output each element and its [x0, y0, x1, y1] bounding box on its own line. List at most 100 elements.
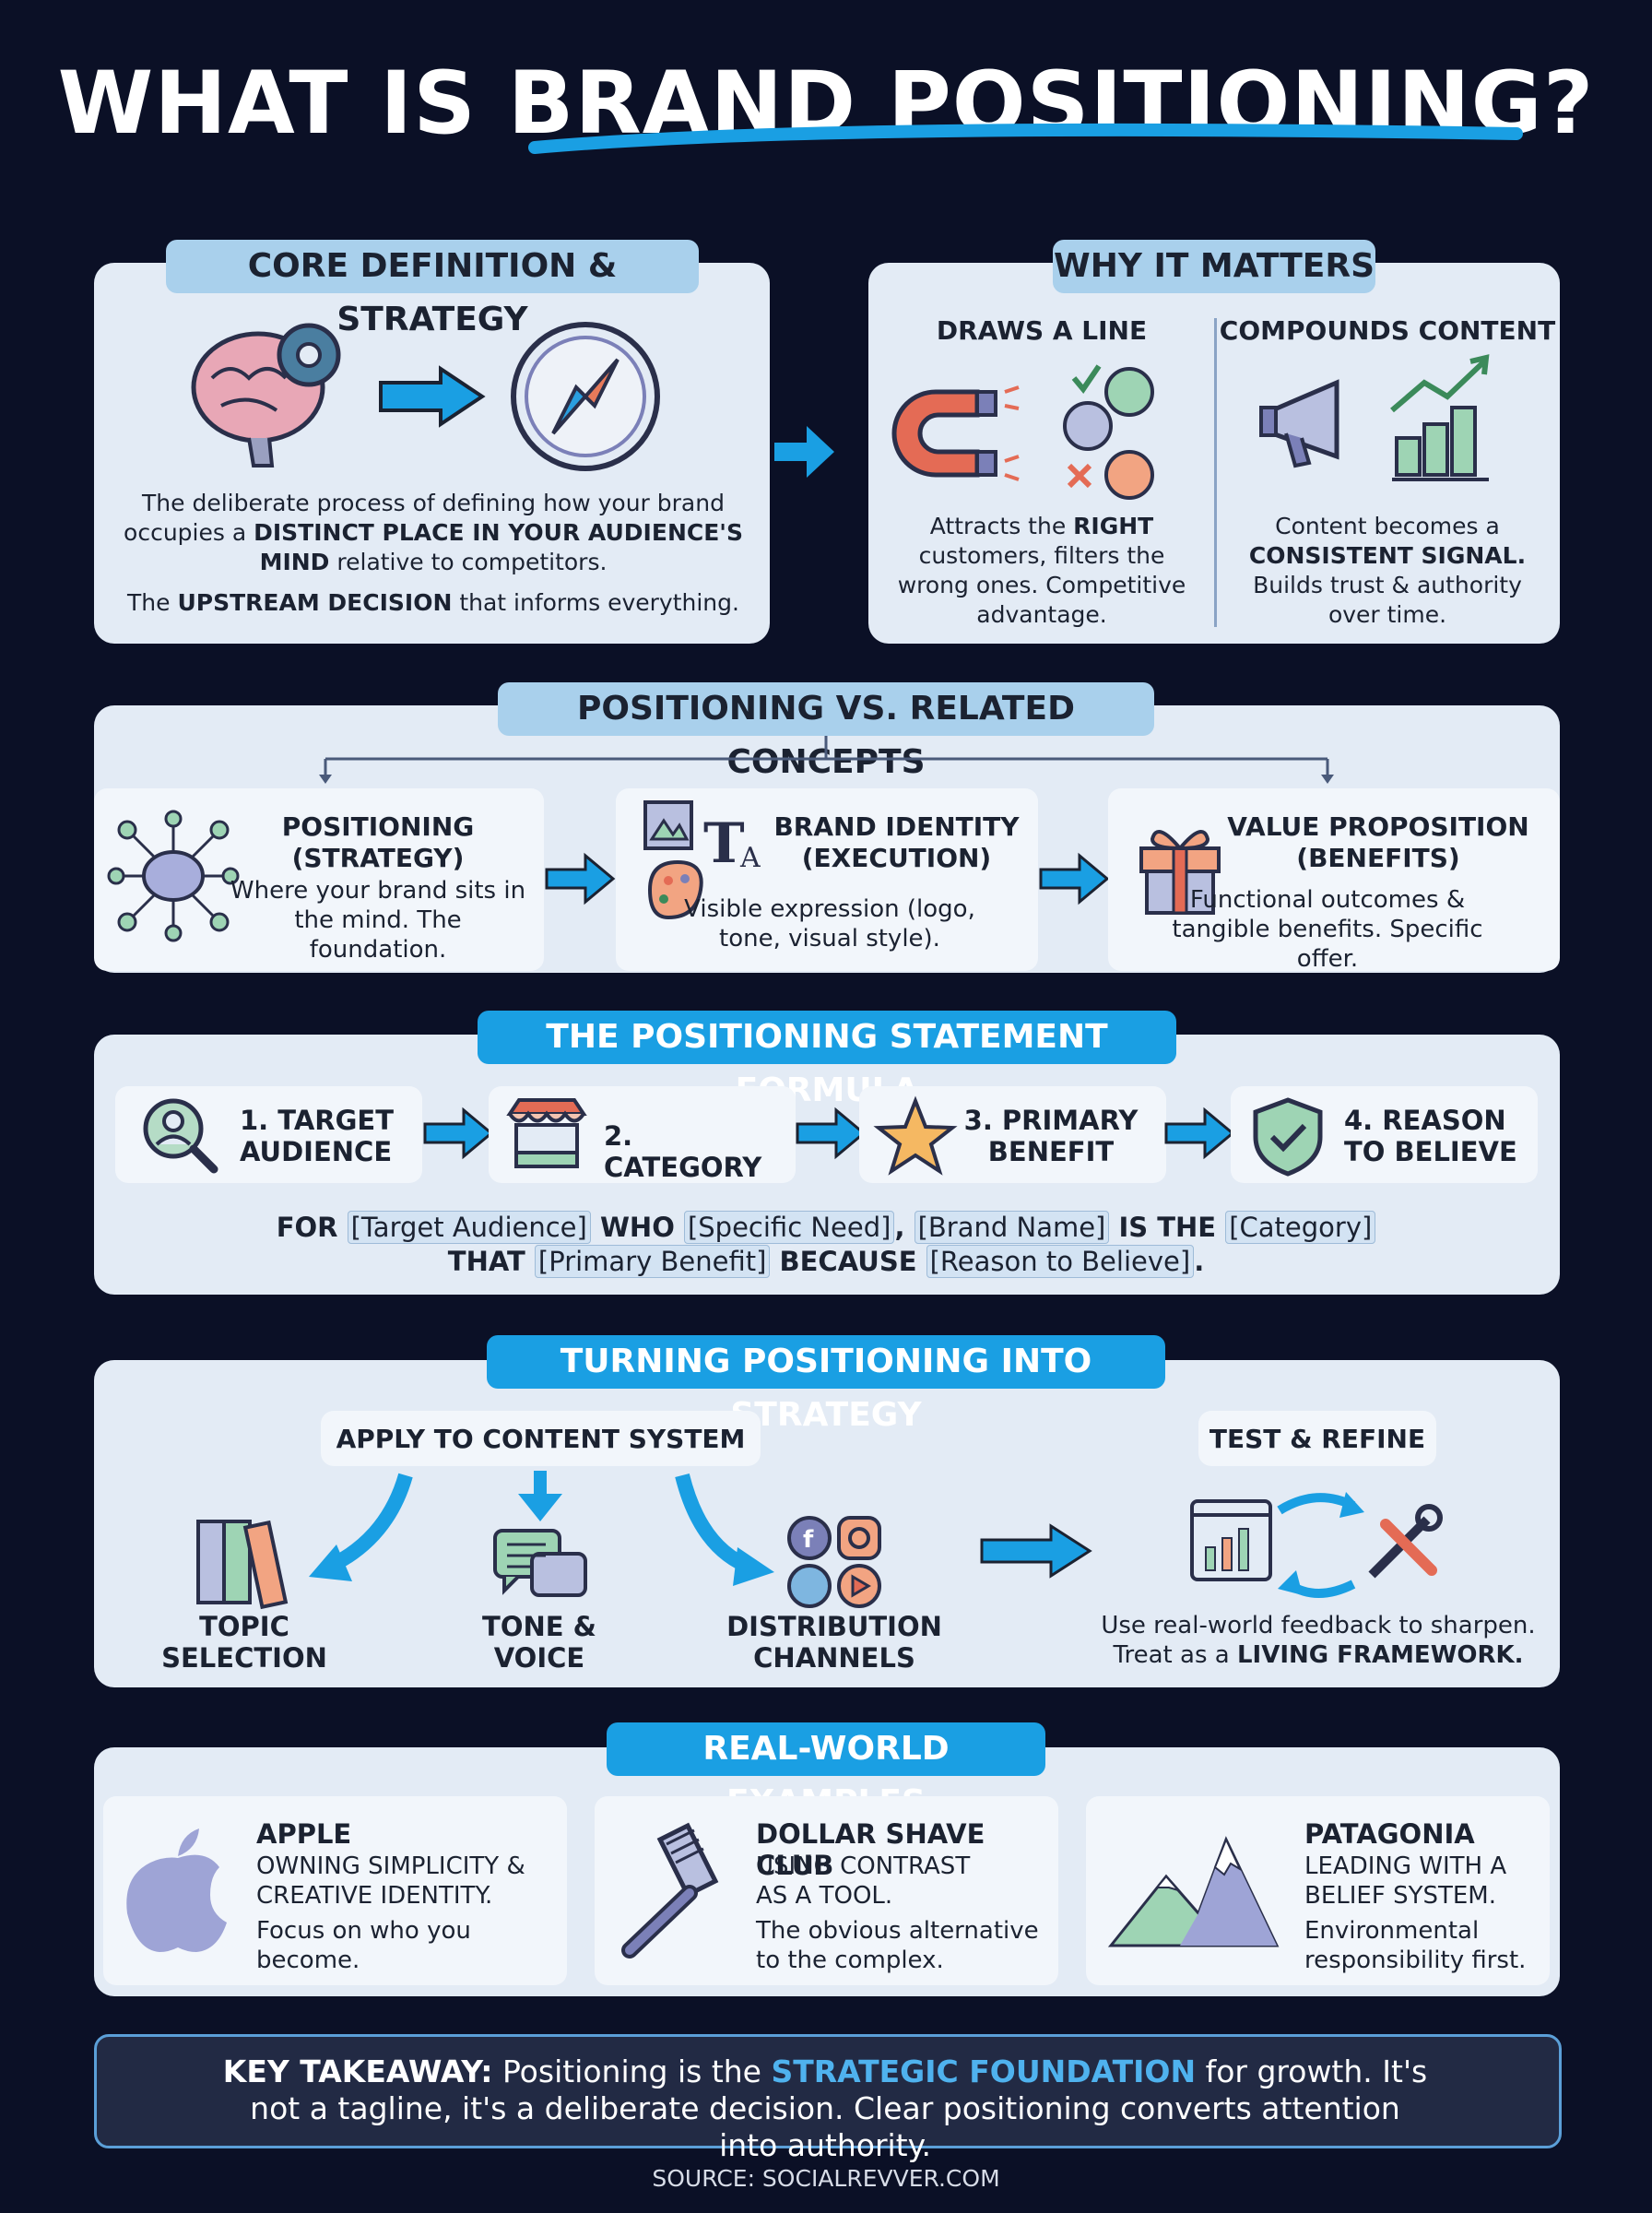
storefront-icon — [506, 1098, 587, 1168]
arrow-right-icon — [423, 1106, 494, 1160]
example-dsc-name: DOLLAR SHAVE CLUB — [756, 1818, 985, 1881]
formula-s10: [Primary Benefit] — [534, 1245, 771, 1278]
formula-s13: . — [1194, 1246, 1205, 1277]
tone-voice-label: TONE & VOICE — [482, 1611, 596, 1674]
arrow-right-icon — [774, 426, 834, 478]
formula-statement: FOR [Target Audience] WHO [Specific Need… — [138, 1211, 1514, 1279]
formula-s1: FOR — [276, 1212, 348, 1243]
razor-icon — [621, 1822, 719, 1959]
why-col1-a: Attracts the — [929, 513, 1074, 539]
example-patagonia-desc: Environmental responsibility first. — [1304, 1917, 1527, 1974]
search-person-icon — [143, 1098, 218, 1174]
test-a: Use real-world feedback to sharpen. Trea… — [1101, 1612, 1536, 1669]
megaphone-growth-icon — [1259, 354, 1490, 481]
strategy-heading: TURNING POSITIONING INTO STRATEGY — [487, 1335, 1165, 1434]
test-label-box — [1198, 1411, 1436, 1466]
formula-s3: WHO — [590, 1212, 684, 1243]
chat-bubbles-icon — [493, 1529, 587, 1597]
formula-s2: [Target Audience] — [347, 1211, 591, 1244]
network-brain-icon — [107, 810, 240, 942]
mountain-icon — [1107, 1836, 1280, 1947]
formula-step-3: 3. PRIMARY BENEFIT — [963, 1105, 1139, 1167]
shield-check-icon — [1253, 1097, 1323, 1177]
test-refine-text: Use real-world feedback to sharpen. Trea… — [1088, 1611, 1549, 1670]
arrow-right-icon — [796, 1106, 867, 1160]
value-proposition-desc: Functional outcomes & tangible benefits.… — [1172, 886, 1483, 973]
example-dsc-desc: The obvious alternative to the complex. — [756, 1917, 1039, 1974]
core-upstream-text: The UPSTREAM DECISION that informs every… — [120, 588, 747, 618]
brain-gear-icon — [191, 323, 341, 467]
formula-step-1: 1. TARGET AUDIENCE — [240, 1105, 394, 1167]
gift-icon — [1139, 830, 1221, 915]
why-col2-c: Builds trust & authority over time. — [1253, 572, 1522, 628]
compounds-content-text: Content becomes a CONSISTENT SIGNAL. Bui… — [1231, 512, 1544, 630]
core-p2-b: UPSTREAM DECISION — [177, 589, 453, 616]
source-text: SOURCE: SOCIALREVVER.COM — [652, 2165, 1000, 2192]
title-underline — [528, 123, 1523, 154]
example-patagonia-name: PATAGONIA — [1304, 1818, 1475, 1850]
formula-heading: THE POSITIONING STATEMENT FORMULA — [478, 1011, 1176, 1109]
formula-s9: THAT — [447, 1246, 535, 1277]
example-apple-name: APPLE — [256, 1818, 352, 1850]
formula-s4: [Specific Need] — [683, 1211, 895, 1244]
takeaway-box — [94, 2034, 1562, 2148]
social-icons: f — [787, 1516, 881, 1608]
why-col2-b: CONSISTENT SIGNAL. — [1248, 542, 1527, 569]
apple-logo-icon — [126, 1828, 227, 1952]
formula-s11: BECAUSE — [770, 1246, 926, 1277]
core-p1-b: DISTINCT PLACE IN YOUR AUDIENCE'S MIND — [254, 519, 743, 575]
why-divider — [1214, 318, 1217, 627]
takeaway-a: Positioning is the — [492, 2053, 772, 2089]
svg-text:f: f — [803, 1526, 814, 1554]
arrow-right-icon — [1039, 852, 1110, 905]
apply-label-box — [321, 1411, 761, 1466]
compounds-content-title: COMPOUNDS CONTENT — [1219, 315, 1556, 346]
core-p2-c: that informs everything. — [452, 589, 739, 616]
strategy-flow-arrows — [309, 1471, 1092, 1586]
distribution-channels-label: DISTRIBUTION CHANNELS — [726, 1611, 942, 1674]
draws-line-text: Attracts the RIGHT customers, filters th… — [894, 512, 1189, 630]
formula-step-2: 2. CATEGORY — [604, 1120, 762, 1183]
arrow-right-icon — [379, 365, 486, 428]
brand-identity-title: BRAND IDENTITY (EXECUTION) — [773, 811, 1020, 873]
formula-step-4: 4. REASON TO BELIEVE — [1344, 1105, 1517, 1167]
core-p1-c: relative to competitors. — [329, 549, 608, 575]
formula-s8: [Category] — [1225, 1211, 1376, 1244]
example-apple-tag: OWNING SIMPLICITY & CREATIVE IDENTITY. — [256, 1852, 525, 1910]
svg-text:T: T — [703, 811, 745, 876]
formula-s6: [Brand Name] — [914, 1211, 1110, 1244]
versus-heading: POSITIONING VS. RELATED CONCEPTS — [498, 682, 1154, 781]
example-apple-desc: Focus on who you become. — [256, 1917, 471, 1974]
star-icon — [873, 1095, 958, 1176]
compass-icon — [511, 322, 660, 471]
core-definition-heading: CORE DEFINITION & STRATEGY — [166, 240, 699, 338]
formula-s12: [Reason to Believe] — [926, 1245, 1195, 1278]
core-definition-text: The deliberate process of defining how y… — [120, 489, 747, 577]
apply-label: APPLY TO CONTENT SYSTEM — [336, 1424, 746, 1454]
takeaway-c: for growth. It's not a tagline, it's a d… — [250, 2053, 1428, 2163]
magnet-icon — [891, 364, 1154, 500]
draws-line-title: DRAWS A LINE — [936, 315, 1148, 346]
versus-connector-lines — [319, 736, 1334, 784]
why-col2-a: Content becomes a — [1275, 513, 1500, 539]
refine-cycle-icon — [1190, 1492, 1443, 1598]
takeaway-b: STRATEGIC FOUNDATION — [771, 2053, 1197, 2089]
example-dsc-tag: USING CONTRAST AS A TOOL. — [756, 1852, 971, 1910]
value-proposition-title: VALUE PROPOSITION (BENEFITS) — [1227, 811, 1529, 873]
example-patagonia-tag: LEADING WITH A BELIEF SYSTEM. — [1304, 1852, 1507, 1910]
core-p1-a: The deliberate process of defining how y… — [124, 490, 725, 546]
books-icon — [196, 1520, 289, 1610]
design-tools-icon: T A — [643, 800, 761, 920]
core-definition-card — [94, 263, 770, 644]
arrow-right-icon — [545, 852, 616, 905]
positioning-title: POSITIONING (STRATEGY) — [281, 811, 475, 873]
formula-s7: IS THE — [1109, 1212, 1226, 1243]
takeaway-text: KEY TAKEAWAY: Positioning is the STRATEG… — [221, 2053, 1429, 2164]
svg-text:A: A — [739, 842, 761, 874]
core-p2-a: The — [127, 589, 178, 616]
test-b: LIVING FRAMEWORK. — [1236, 1641, 1524, 1669]
title-part1: WHAT IS — [57, 53, 508, 154]
topic-selection-label: TOPIC SELECTION — [161, 1611, 327, 1674]
formula-s5: , — [894, 1212, 914, 1243]
examples-heading: REAL-WORLD EXAMPLES — [607, 1722, 1045, 1821]
